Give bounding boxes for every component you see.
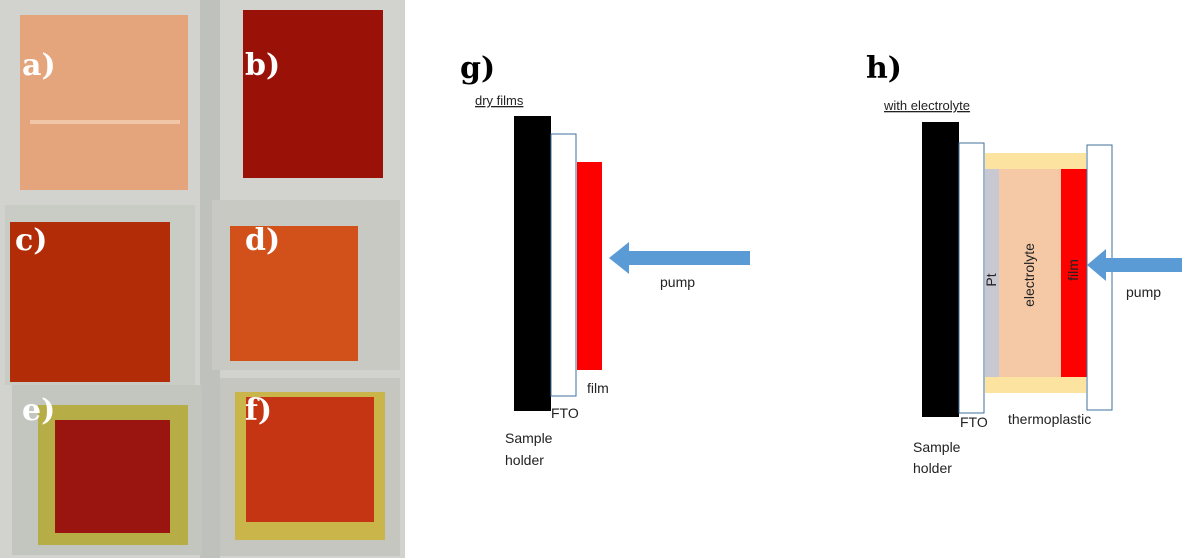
h-film-label: film <box>1065 259 1081 281</box>
g-holder-label-1: Sample <box>505 430 553 446</box>
sample-e <box>55 420 170 533</box>
g-holder-label-2: holder <box>505 452 544 468</box>
sample-b <box>243 10 383 178</box>
sample-c <box>10 222 170 382</box>
h-thermoplastic-bottom <box>985 377 1086 393</box>
g-film-label: film <box>587 380 609 396</box>
g-film <box>577 162 602 370</box>
diagram-g-subtitle: dry films <box>475 93 524 108</box>
h-fto-substrate <box>958 142 985 414</box>
sample-d <box>230 226 358 361</box>
h-fto-top <box>1086 144 1113 411</box>
h-fto-label: FTO <box>960 414 988 430</box>
g-fto-label: FTO <box>551 405 579 421</box>
sample-a <box>20 15 188 190</box>
h-pt-label: Pt <box>983 273 999 286</box>
photo-divider <box>200 0 220 558</box>
h-thermoplastic-label: thermoplastic <box>1008 411 1091 427</box>
h-sample-holder <box>922 122 959 417</box>
h-holder-label-1: Sample <box>913 439 961 455</box>
sample-f <box>246 397 374 522</box>
h-thermoplastic-top <box>985 153 1086 169</box>
g-sample-holder <box>514 116 551 411</box>
g-pump-label: pump <box>660 274 695 290</box>
photo-label-c: c) <box>15 223 47 258</box>
h-pt-layer <box>985 169 999 377</box>
photo-label-e: e) <box>22 393 55 428</box>
sample-photo: a) b) c) d) e) f) <box>0 0 405 558</box>
photo-label-f: f) <box>245 393 272 428</box>
photo-label-b: b) <box>245 48 280 83</box>
photo-label-d: d) <box>245 223 280 258</box>
h-holder-label-2: holder <box>913 460 952 476</box>
diagram-g-label: g) <box>460 51 495 86</box>
h-pump-label: pump <box>1126 284 1161 300</box>
h-pump-arrow <box>1087 249 1182 281</box>
h-electrolyte-label: electrolyte <box>1021 243 1037 307</box>
h-electrolyte <box>999 169 1061 377</box>
photo-label-a: a) <box>22 48 56 83</box>
diagram-h-subtitle: with electrolyte <box>883 98 970 113</box>
diagram-h-label: h) <box>866 51 902 86</box>
sample-a-streak <box>30 120 180 124</box>
g-pump-arrow <box>609 242 750 274</box>
g-fto-substrate <box>550 133 577 397</box>
h-film <box>1061 169 1087 377</box>
